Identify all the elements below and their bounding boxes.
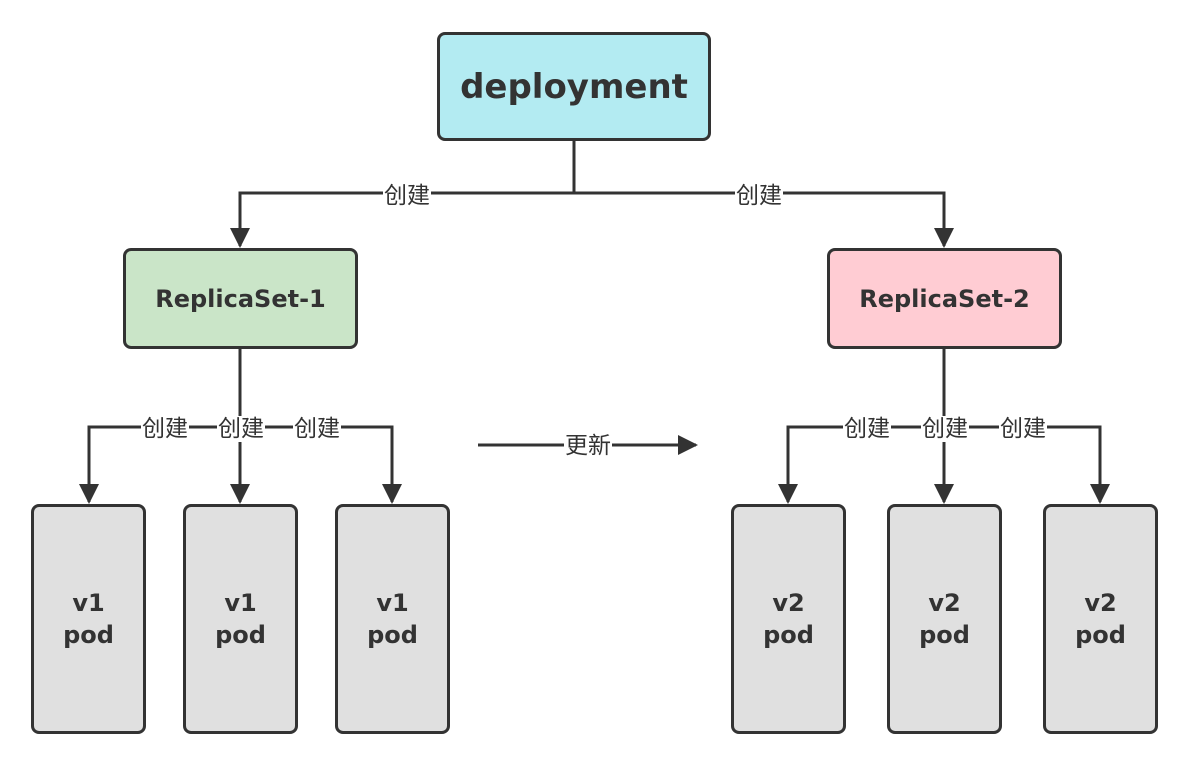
pod-version: v1 [224, 589, 257, 617]
pod-node: v2 pod [731, 504, 846, 734]
edge-rs1-to-pod-3 [240, 425, 402, 504]
pod-version: v1 [72, 589, 105, 617]
pod-version: v2 [1084, 589, 1117, 617]
pod-label: pod [763, 621, 814, 649]
edge-rs2-to-pod-6 [944, 425, 1110, 504]
pod-version: v1 [376, 589, 409, 617]
pod-label: pod [919, 621, 970, 649]
edge-deployment-to-rs2 [574, 191, 954, 248]
pod-node: v1 pod [183, 504, 298, 734]
pod-label: pod [367, 621, 418, 649]
deployment-node: deployment [437, 32, 711, 141]
replicaset-1-node: ReplicaSet-1 [123, 248, 358, 349]
pod-label: pod [215, 621, 266, 649]
pod-node: v1 pod [31, 504, 146, 734]
edge-label-create: 创建 [217, 416, 265, 442]
pod-label: pod [63, 621, 114, 649]
pod-node: v2 pod [1043, 504, 1158, 734]
replicaset-2-node: ReplicaSet-2 [827, 248, 1062, 349]
edge-label-create: 创建 [921, 416, 969, 442]
pod-label: pod [1075, 621, 1126, 649]
pod-version: v2 [928, 589, 961, 617]
replicaset-2-label: ReplicaSet-2 [859, 284, 1030, 313]
edge-label-create: 创建 [999, 416, 1047, 442]
replicaset-1-label: ReplicaSet-1 [155, 284, 326, 313]
deployment-label: deployment [460, 66, 688, 107]
edge-label-create: 创建 [735, 183, 783, 209]
edge-label-create: 创建 [383, 183, 431, 209]
pod-version: v2 [772, 589, 805, 617]
edge-label-update: 更新 [564, 433, 612, 459]
edge-label-create: 创建 [293, 416, 341, 442]
pod-node: v2 pod [887, 504, 1002, 734]
edge-label-create: 创建 [843, 416, 891, 442]
edge-label-create: 创建 [141, 416, 189, 442]
pod-node: v1 pod [335, 504, 450, 734]
